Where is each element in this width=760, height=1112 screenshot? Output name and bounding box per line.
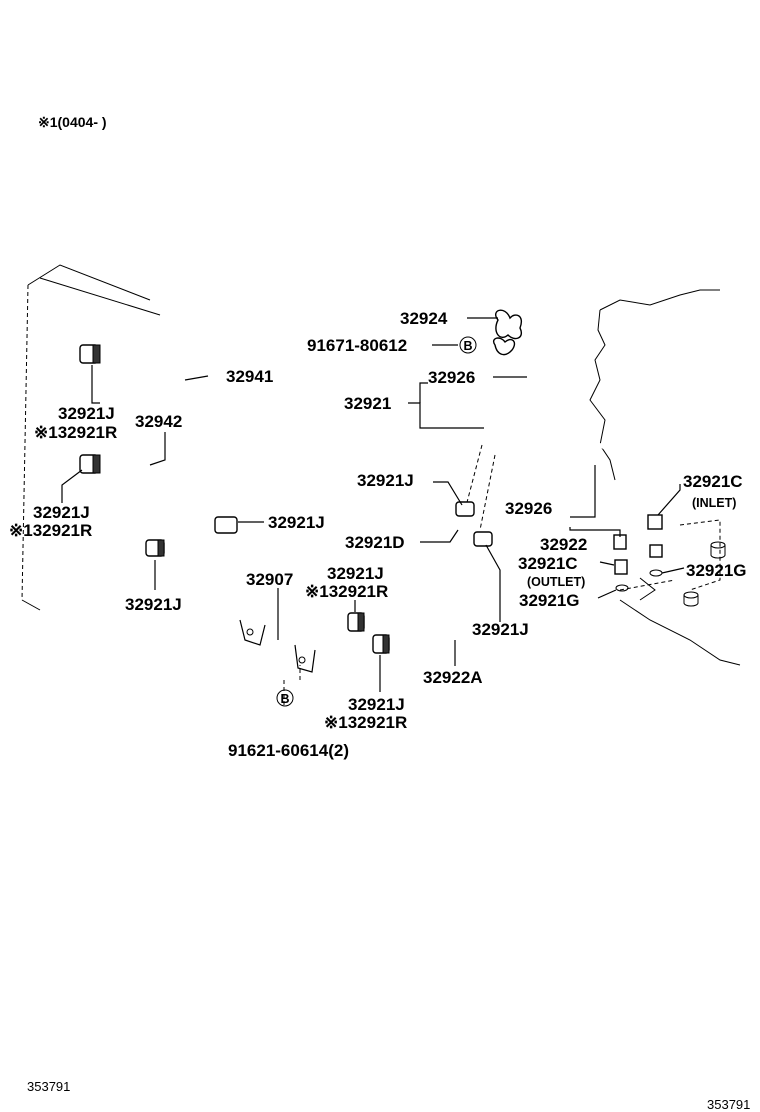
- alignment-dots: [283, 444, 496, 705]
- label-32921R-center: ※132921R: [305, 582, 388, 601]
- clamp-32921J-mid-left: [79, 454, 101, 474]
- fitting-32921C-inlet: [647, 514, 663, 577]
- bolt-ref-label: B: [280, 692, 289, 706]
- pipe-32922: [498, 423, 622, 537]
- label-32926-lower: 32926: [505, 499, 552, 518]
- label-32921J-mid: 32921J: [33, 503, 90, 522]
- label-32921J-bottom: 32921J: [348, 695, 405, 714]
- clamp-32921J-lower-left: [145, 539, 165, 557]
- pipe-32921: [482, 393, 657, 517]
- hose-32942: [106, 452, 153, 539]
- label-32921D: 32921D: [345, 533, 405, 552]
- label-32921C-outlet: 32921C: [518, 554, 578, 573]
- clamp-32921J-upper-left: [79, 344, 101, 364]
- hose-32921D: [374, 526, 466, 616]
- label-32921R-bottom: ※132921R: [324, 713, 407, 732]
- leader-lines: [61, 317, 685, 692]
- clamp-32921J-center-bottom: [372, 634, 390, 654]
- label-32922: 32922: [540, 535, 587, 554]
- label-32921C-inlet: 32921C: [683, 472, 743, 491]
- label-32921J-upper: 32921J: [58, 404, 115, 423]
- clamp-32921J-center-top: [214, 516, 238, 534]
- clamp-32921J-right-b: [473, 531, 493, 547]
- label-32922A: 32922A: [423, 668, 483, 687]
- fitting-32921C-outlet: [613, 534, 629, 592]
- label-32921R-mid: ※132921R: [9, 521, 92, 540]
- label-32924: 32924: [400, 309, 448, 328]
- label-inlet: (INLET): [692, 496, 736, 510]
- clamp-32921J-center: [347, 612, 365, 632]
- bolt-reference-b-lower: B: [276, 689, 294, 707]
- clamp-32921J-right-a: [455, 501, 475, 517]
- transmission-outline-right: [589, 289, 741, 666]
- label-91621-60614: 91621-60614(2): [228, 741, 349, 760]
- hose-32926-upper: [525, 370, 557, 390]
- bolt-ref-label: B: [463, 339, 472, 353]
- label-32941: 32941: [226, 367, 273, 386]
- bracket-32924: [493, 309, 522, 356]
- pipe-32907: [158, 538, 367, 673]
- label-32921J-right-bottom: 32921J: [472, 620, 529, 639]
- label-91671-80612: 91671-80612: [307, 336, 407, 355]
- label-32921J-lower-left: 32921J: [125, 595, 182, 614]
- label-outlet: (OUTLET): [527, 575, 585, 589]
- footer-ref-right: 353791: [707, 1097, 750, 1112]
- engine-outline-left: [21, 264, 161, 611]
- footer-ref-left: 353791: [27, 1079, 70, 1094]
- label-32921G-lower: 32921G: [519, 591, 580, 610]
- label-32921: 32921: [344, 394, 391, 413]
- label-32921G-right: 32921G: [686, 561, 747, 580]
- label-32942: 32942: [135, 412, 182, 431]
- label-32921J-center: 32921J: [327, 564, 384, 583]
- hose-32941: [108, 343, 229, 514]
- label-32926-upper: 32926: [428, 368, 475, 387]
- hose-32926-lower: [519, 440, 553, 463]
- label-32921R-upper: ※132921R: [34, 423, 117, 442]
- header-note: ※1(0404- ): [38, 114, 107, 130]
- label-32921J-center-top: 32921J: [268, 513, 325, 532]
- hose-32922A: [394, 546, 486, 644]
- bolt-reference-b-upper: B: [459, 336, 477, 354]
- label-32921J-right-top: 32921J: [357, 471, 414, 490]
- label-32907: 32907: [246, 570, 293, 589]
